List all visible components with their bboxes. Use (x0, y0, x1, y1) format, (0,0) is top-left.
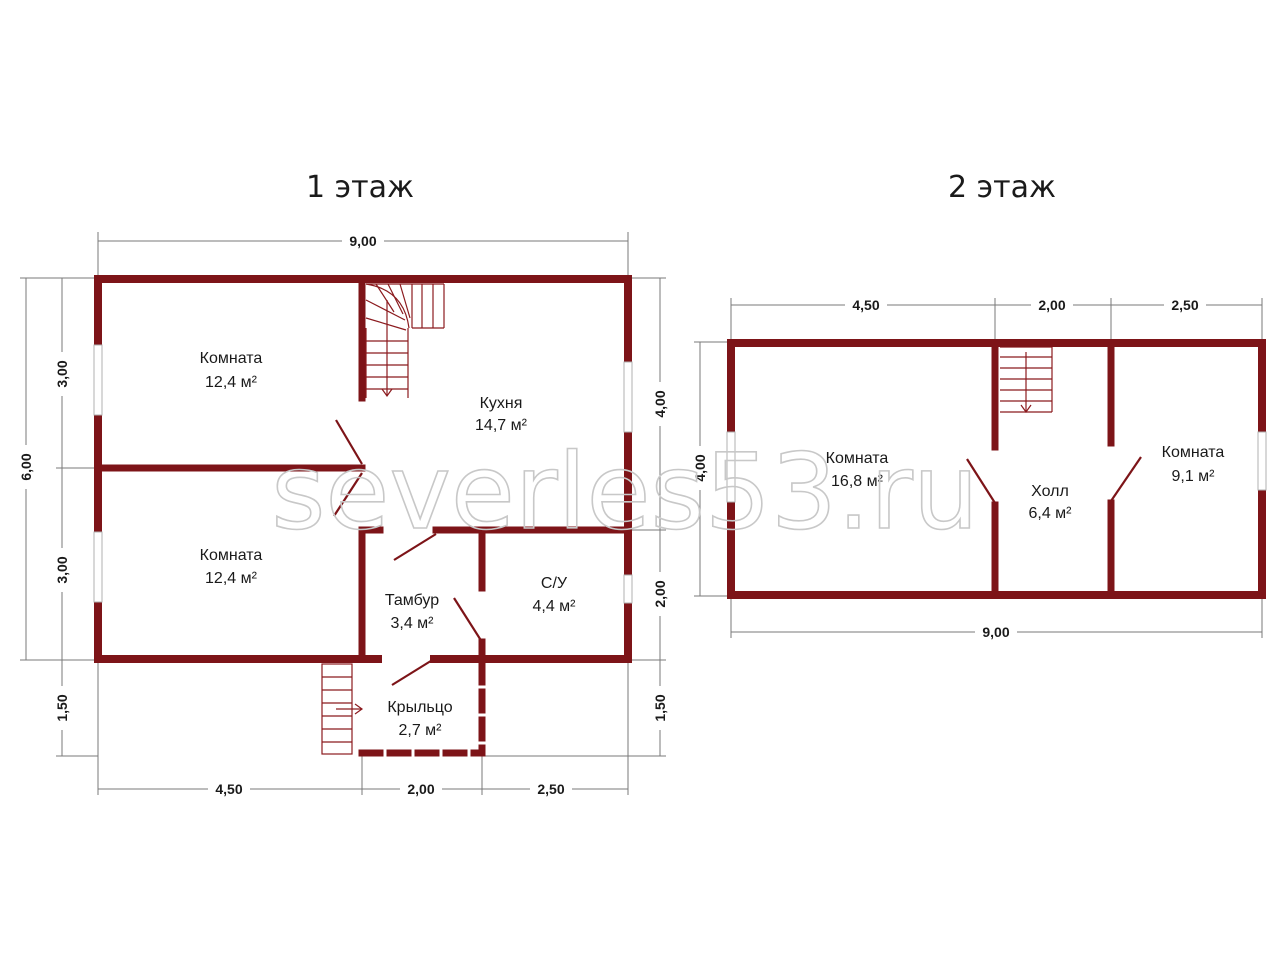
dim-f1-top: 9,00 (349, 233, 376, 249)
floor1-title: 1 этаж (306, 170, 414, 205)
door-swing-icon (1110, 456, 1142, 502)
dim-f1-right-porch: 1,50 (652, 694, 668, 721)
room-area: 3,4 м² (390, 615, 434, 632)
room-name: Комната (200, 547, 263, 564)
floor2-title: 2 этаж (948, 170, 1056, 205)
room-area: 6,4 м² (1028, 505, 1072, 522)
room-name: Тамбур (385, 592, 439, 609)
floor2-room-labels: Комната 16,8 м² Холл 6,4 м² Комната 9,1 … (826, 444, 1225, 522)
dim-f2-top-3: 2,50 (1171, 297, 1198, 313)
door-swing-icon (453, 597, 483, 643)
room-name: Комната (200, 350, 263, 367)
floor1-porch-stairs-icon (321, 663, 364, 755)
room-name: Комната (1162, 444, 1225, 461)
door-swing-icon (393, 533, 437, 561)
floor2-dimension-labels: 4,50 2,00 2,50 4,00 9,00 (692, 296, 1206, 641)
dim-f2-top-1: 4,50 (852, 297, 879, 313)
floor1-doors (333, 419, 483, 686)
room-name: Крыльцо (387, 699, 452, 716)
dim-f2-bottom: 9,00 (982, 624, 1009, 640)
window-icon (623, 574, 633, 604)
dim-f1-left-lower: 3,00 (54, 556, 70, 583)
door-swing-icon (335, 419, 363, 465)
dim-f1-bottom-1: 4,50 (215, 781, 242, 797)
room-area: 2,7 м² (398, 722, 442, 739)
dim-f1-right-lower: 2,00 (652, 580, 668, 607)
floor2-staircase-icon (1000, 346, 1053, 414)
door-swing-icon (391, 658, 435, 686)
room-name: Кухня (480, 395, 523, 412)
window-icon (93, 344, 103, 416)
dim-f1-left-porch: 1,50 (54, 694, 70, 721)
room-name: Комната (826, 450, 889, 467)
room-area: 12,4 м² (205, 374, 258, 391)
dim-f1-left-total: 6,00 (18, 453, 34, 480)
door-swing-icon (333, 472, 363, 517)
room-area: 12,4 м² (205, 570, 258, 587)
window-icon (93, 531, 103, 603)
dim-f1-right-upper: 4,00 (652, 390, 668, 417)
room-name: Холл (1031, 483, 1069, 500)
door-swing-icon (966, 458, 996, 504)
room-area: 16,8 м² (831, 473, 884, 490)
dim-f2-left: 4,00 (692, 454, 708, 481)
floor2-windows (726, 431, 1267, 503)
window-icon (1257, 431, 1267, 491)
dim-f2-top-2: 2,00 (1038, 297, 1065, 313)
room-name: С/У (541, 575, 568, 592)
floor2-plan: 4,50 2,00 2,50 4,00 9,00 (692, 296, 1267, 641)
floor1-windows (93, 344, 633, 604)
floor2-doors (966, 456, 1142, 504)
floor1-plan: 9,00 6,00 3,00 3,00 1,50 4,00 2,00 1,50 … (18, 232, 670, 798)
watermark: severles53.ru (271, 431, 979, 553)
room-area: 14,7 м² (475, 417, 528, 434)
room-area: 9,1 м² (1171, 468, 1215, 485)
floor1-room-labels: Комната 12,4 м² Кухня 14,7 м² Комната 12… (200, 350, 577, 739)
room-area: 4,4 м² (532, 598, 576, 615)
floor1-dimension-labels: 9,00 6,00 3,00 3,00 1,50 4,00 2,00 1,50 … (18, 232, 670, 798)
floor1-staircase-icon (365, 283, 445, 398)
dim-f1-bottom-2: 2,00 (407, 781, 434, 797)
window-icon (726, 431, 736, 503)
dim-f1-bottom-3: 2,50 (537, 781, 564, 797)
window-icon (623, 361, 633, 433)
dim-f1-left-upper: 3,00 (54, 360, 70, 387)
